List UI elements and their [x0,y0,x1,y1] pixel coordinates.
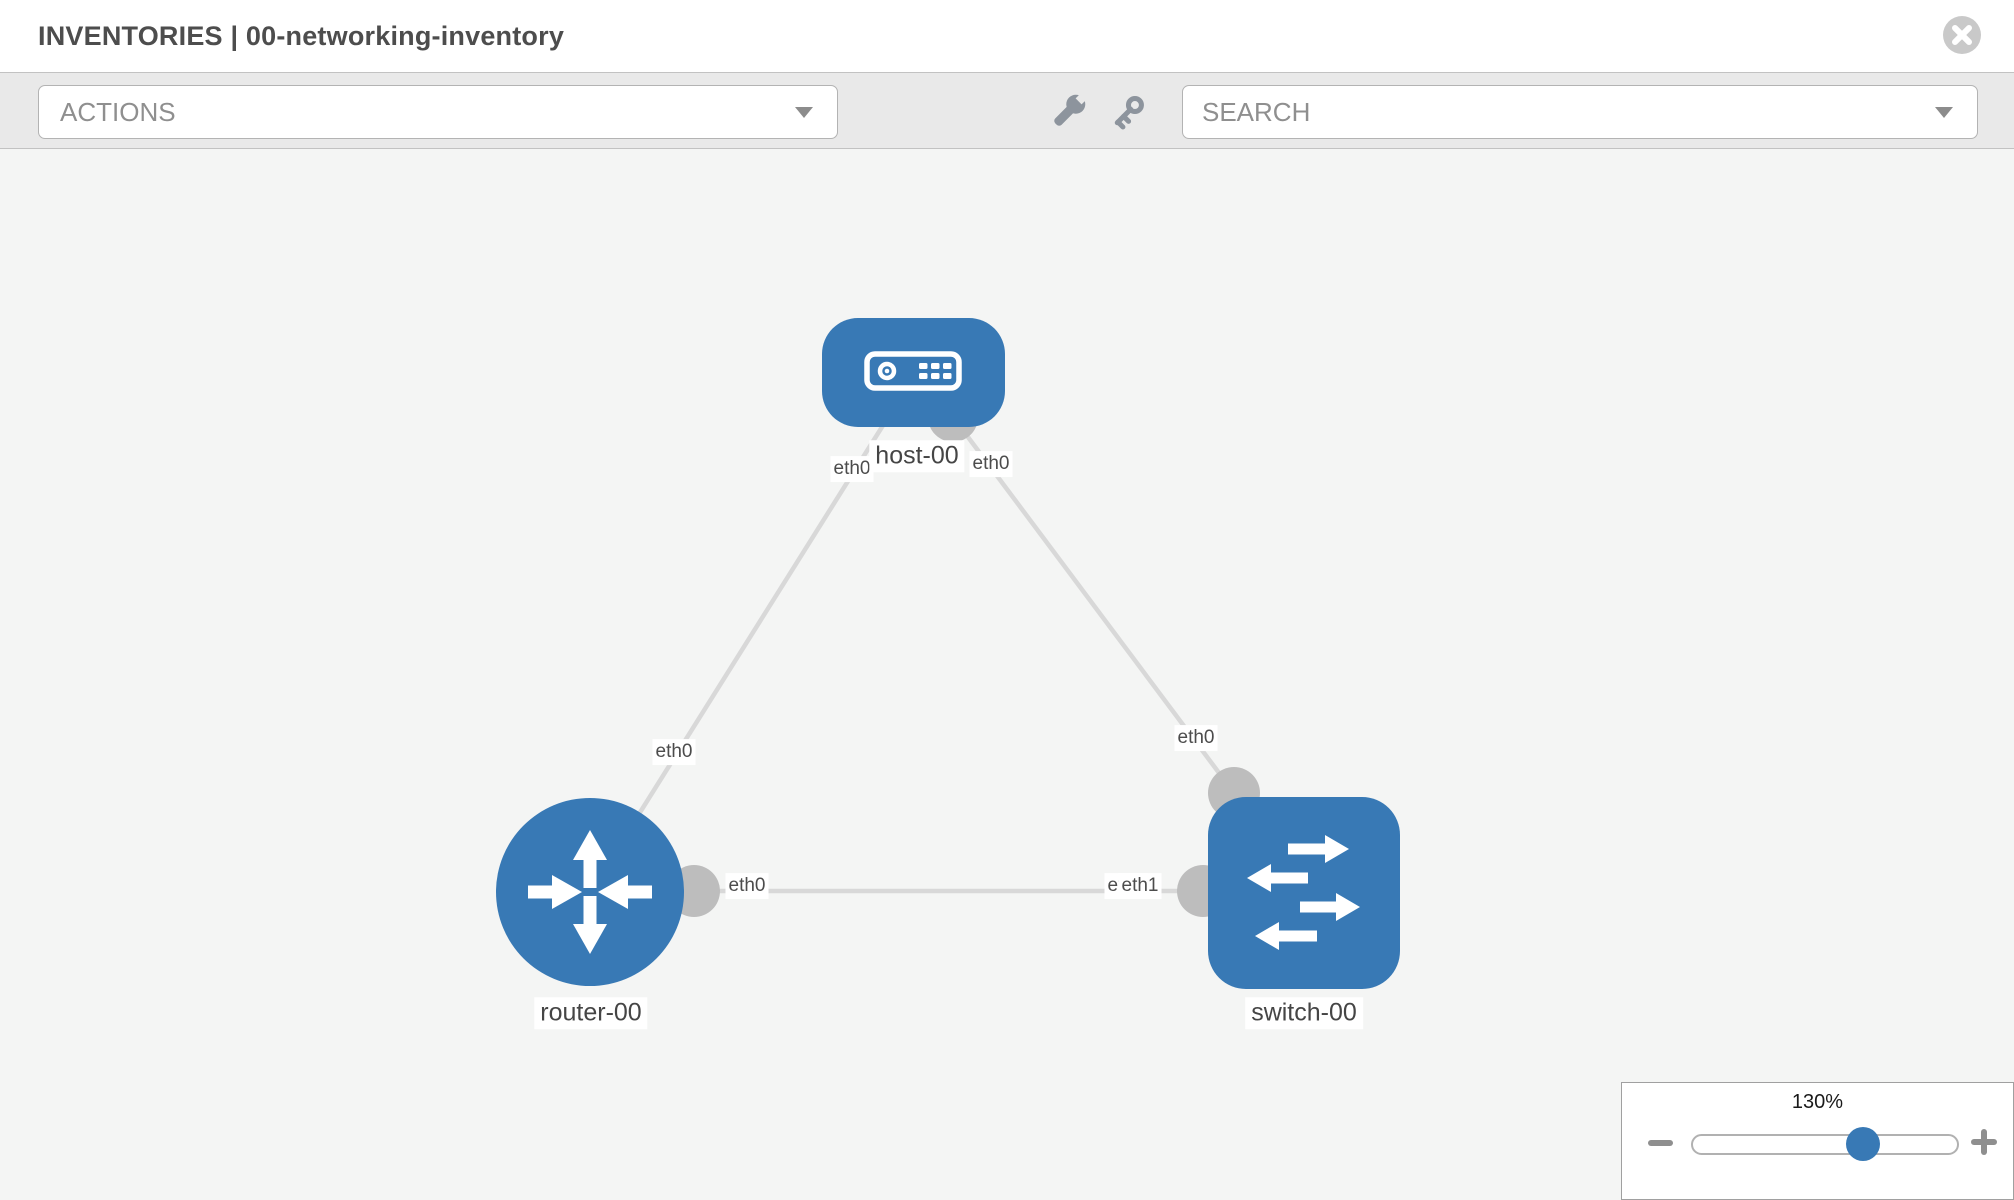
search-placeholder: SEARCH [1202,96,1311,127]
node-label-router: router-00 [534,997,648,1029]
close-icon [1943,16,1981,54]
iface-label: eth0 [725,873,769,899]
toolbar: ACTIONS SEARCH [0,72,2014,149]
zoom-in-button[interactable] [1971,1129,1997,1155]
page-title: INVENTORIES | 00-networking-inventory [38,21,565,51]
header-bar: INVENTORIES | 00-networking-inventory [0,0,2014,72]
chevron-down-icon [795,107,813,118]
actions-dropdown[interactable]: ACTIONS [38,85,838,139]
chevron-down-icon [1935,107,1953,118]
node-host-00[interactable] [822,318,1005,427]
actions-dropdown-label: ACTIONS [60,96,176,127]
close-button[interactable] [1940,13,1984,57]
iface-label: eth0 [830,456,874,482]
iface-label: eth0 [1174,725,1218,751]
zoom-slider-track[interactable] [1691,1134,1959,1155]
node-router-00[interactable] [496,798,684,986]
router-icon [528,830,652,954]
iface-label: eth0 [969,451,1013,477]
server-icon [864,351,962,391]
key-icon [1114,96,1144,130]
wrench-icon [1054,90,1090,126]
key-button[interactable] [1110,90,1154,134]
node-label-host: host-00 [869,440,965,472]
search-dropdown[interactable]: SEARCH [1182,85,1978,139]
zoom-out-button[interactable] [1648,1140,1673,1146]
node-label-switch: switch-00 [1245,997,1363,1029]
zoom-slider-handle[interactable] [1846,1127,1880,1161]
switch-icon [1247,835,1360,950]
zoom-widget: 130% [1621,1082,2014,1200]
tools-button[interactable] [1046,90,1090,134]
iface-label: eth0 [652,739,696,765]
node-switch-00[interactable] [1208,797,1400,989]
iface-label: eth1 [1118,873,1162,899]
zoom-percentage: 130% [1791,1091,1844,1113]
topology-canvas[interactable]: eth0 eth0 eth0 eth0 eth0 eth0 eth1 host-… [0,149,2014,1200]
